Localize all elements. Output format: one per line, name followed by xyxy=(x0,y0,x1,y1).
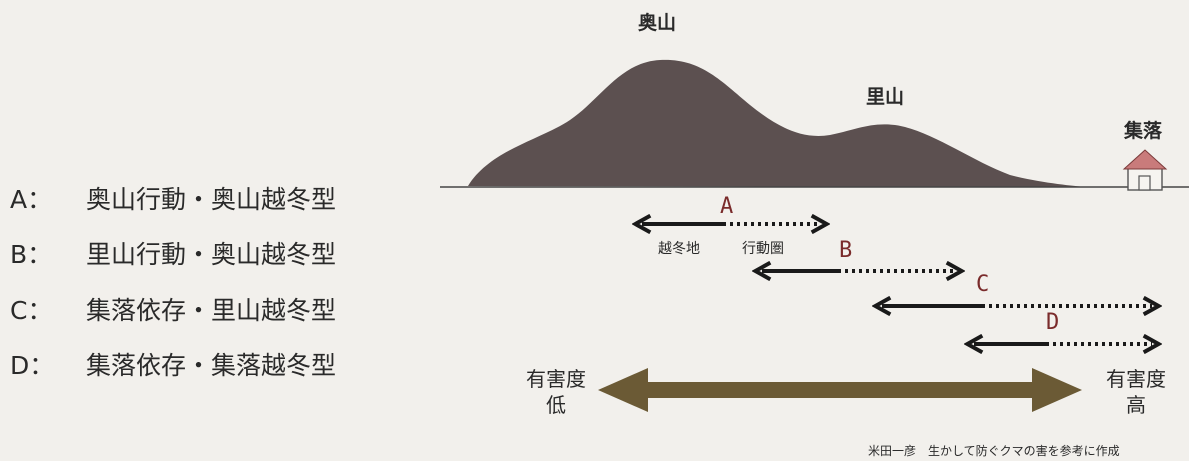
legend-text: 集落依存・集落越冬型 xyxy=(86,351,337,380)
label-satoyama: 里山 xyxy=(866,86,905,108)
harm-low-value: 低 xyxy=(546,393,566,417)
legend-key: C： xyxy=(10,296,53,325)
harm-low-title: 有害度 xyxy=(526,367,586,391)
legend-key: B： xyxy=(10,240,53,269)
mountain-silhouette xyxy=(468,59,1085,187)
harm-high-title: 有害度 xyxy=(1106,367,1166,391)
label-wintering-area: 越冬地 xyxy=(658,241,700,257)
legend-key: A： xyxy=(10,185,53,214)
source-credit: 米田一彦 生かして防ぐクマの害を参考に作成 xyxy=(868,444,1120,458)
range-letter-a: A xyxy=(720,194,734,219)
range-letter-b: B xyxy=(839,238,853,263)
legend-text: 奥山行動・奥山越冬型 xyxy=(86,185,337,214)
range-letter-d: D xyxy=(1046,310,1060,335)
harm-arrow xyxy=(598,368,1082,412)
label-okuyama: 奥山 xyxy=(638,12,677,34)
house-icon xyxy=(1122,149,1168,191)
legend-text: 里山行動・奥山越冬型 xyxy=(86,240,337,269)
legend-text: 集落依存・里山越冬型 xyxy=(86,296,337,325)
range-letter-c: C xyxy=(976,272,990,297)
harm-high-label: 有害度 高 xyxy=(1086,366,1186,418)
label-shuraku: 集落 xyxy=(1124,120,1163,142)
harm-high-value: 高 xyxy=(1126,393,1146,417)
legend-key: D： xyxy=(10,351,55,380)
label-activity-range: 行動圏 xyxy=(742,241,784,257)
harm-low-label: 有害度 低 xyxy=(506,366,606,418)
